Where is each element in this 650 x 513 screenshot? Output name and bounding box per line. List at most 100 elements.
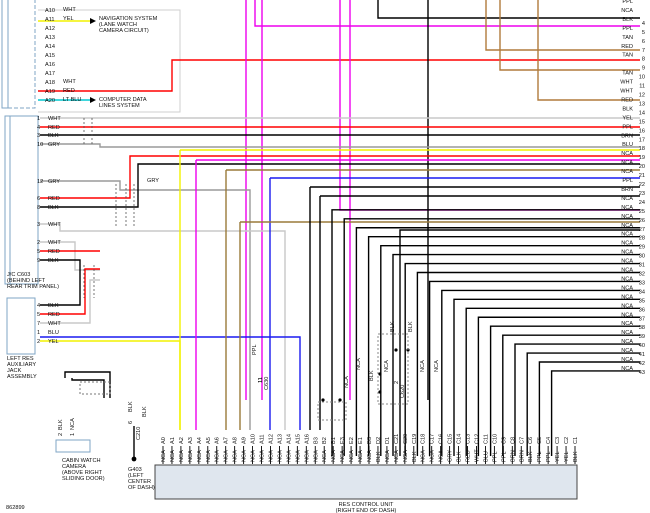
blk-wire <box>377 0 640 19</box>
jc-wire-color: BLK <box>48 258 59 264</box>
tan-wire <box>537 0 640 101</box>
red-a19-wire <box>38 59 640 92</box>
unit-pin-label: A4 <box>197 437 203 444</box>
right-wire-color: NCA <box>621 232 633 238</box>
unit-pin-label: C16 <box>439 434 445 444</box>
unit-pin-color: NCA <box>421 450 427 462</box>
unit-pin-label: B2 <box>322 437 328 444</box>
right-terminal-number: 14 <box>639 110 645 116</box>
right-terminal-number: 35 <box>639 298 645 304</box>
nca-wire <box>538 361 640 456</box>
tan-wire <box>485 0 640 51</box>
right-wire-color: PPL <box>622 124 633 130</box>
splice-dot <box>378 372 382 376</box>
ground-wire-label: BLK <box>142 406 148 417</box>
right-wire-color: PPL <box>622 178 633 184</box>
ground-wire-label: BLK <box>128 401 134 412</box>
res-control-unit <box>154 464 578 500</box>
right-terminal-number: 20 <box>639 164 645 170</box>
nca-wire <box>367 235 640 456</box>
nca-wire <box>343 218 640 456</box>
unit-pin-color: NCA <box>349 450 355 462</box>
top-pin-label: A12 <box>45 26 55 32</box>
unit-pin-label: C4 <box>546 437 552 444</box>
mid-wire-label: BLK <box>390 321 396 332</box>
wht-wire <box>40 279 100 324</box>
ground-title: CENTER <box>128 479 151 485</box>
unit-pin-color: PPL <box>546 451 552 462</box>
unit-pin-color: BLK <box>573 451 579 462</box>
right-wire-color: NCA <box>621 160 633 166</box>
unit-pin-label: A5 <box>206 437 212 444</box>
blk-camera-wire <box>71 378 105 398</box>
data-note: LINES SYSTEM <box>99 103 140 109</box>
unit-pin-color: PPL <box>501 451 507 462</box>
jc-title: REAR TRIM PANEL) <box>7 284 59 290</box>
unit-pin-label: E3 <box>340 437 346 444</box>
right-terminal-number: 13 <box>639 101 645 107</box>
jc-title: (BEHIND LEFT <box>7 278 46 284</box>
right-wire-color: BLK <box>622 17 633 23</box>
jc-wire-color: GRY <box>48 179 60 185</box>
top-wire-color: RED <box>63 88 75 94</box>
unit-pin-color: NCA <box>188 450 194 462</box>
top-pin-label: A10 <box>45 8 55 14</box>
blk-wire <box>40 163 640 208</box>
ground-symbol-icon <box>131 456 137 462</box>
jc-wire-color: RED <box>48 125 60 131</box>
right-terminal-number: 23 <box>639 191 645 197</box>
jc-pin-label: 8 <box>37 205 40 211</box>
nca-wire <box>404 262 640 456</box>
unit-pin-label: A11 <box>260 434 266 444</box>
right-terminal-number: 43 <box>639 370 645 376</box>
unit-pin-color: BRN <box>519 450 525 462</box>
mid-wire-label: NCA <box>344 376 350 388</box>
unit-pin-color: NCA <box>242 450 248 462</box>
jc-wire-color: WHT <box>48 116 61 122</box>
unit-pin-label: C3 <box>555 437 561 444</box>
unit-pin-color: WHT <box>474 449 480 462</box>
right-terminal-number: 29 <box>639 245 645 251</box>
unit-pin-label: C17 <box>430 434 436 444</box>
splice-dot <box>338 398 342 402</box>
jc-pin-label: 5 <box>37 249 40 255</box>
unit-pin-label: A7 <box>224 437 230 444</box>
top-pin-label: A14 <box>45 44 55 50</box>
data-note: COMPUTER DATA <box>99 97 147 103</box>
jc-wire-color: BLK <box>48 133 59 139</box>
nca-wire <box>465 307 640 456</box>
unit-pin-label: D3 <box>367 437 373 444</box>
right-wire-color: WHT <box>620 80 633 86</box>
unit-pin-label: A16 <box>304 434 310 444</box>
jc-pin-label: 3 <box>37 222 40 228</box>
ground-title: OF DASH) <box>128 485 155 491</box>
unit-pin-color: NCA <box>260 450 266 462</box>
unit-pin-label: C6 <box>528 437 534 444</box>
mid-wire-label: NCA <box>384 360 390 372</box>
unit-pin-label: A6 <box>215 437 221 444</box>
wht-wire <box>40 241 100 271</box>
right-wire-color: NCA <box>621 357 633 363</box>
jc-pin-label: 9 <box>37 258 40 264</box>
unit-pin-label: C14 <box>457 434 463 444</box>
top-wire-color: YEL <box>63 16 74 22</box>
unit-pin-color: YEL <box>555 451 561 462</box>
unit-pin-color: RED <box>466 450 472 462</box>
nav-note: (LANE WATCH <box>99 22 137 28</box>
splice-bracket <box>317 401 347 421</box>
unit-title: (RIGHT END OF DASH) <box>336 508 397 513</box>
nca-wire <box>380 244 640 456</box>
right-wire-color: NCA <box>621 285 633 291</box>
nca-wire <box>331 209 640 456</box>
aux-jack-title: LEFT RES <box>7 356 34 362</box>
jc-wire-color: WHT <box>48 240 61 246</box>
right-terminal-number: 25 <box>639 209 645 215</box>
right-terminal-number: 9 <box>642 66 645 72</box>
mid-wire-label: NCA <box>434 360 440 372</box>
right-terminal-number: 19 <box>639 155 645 161</box>
unit-pin-color: YEL <box>564 451 570 462</box>
unit-pin-color: PPL <box>537 451 543 462</box>
right-wire-color: NCA <box>621 259 633 265</box>
nca-wire <box>514 343 640 456</box>
jc-pin-label: 1 <box>37 330 40 336</box>
